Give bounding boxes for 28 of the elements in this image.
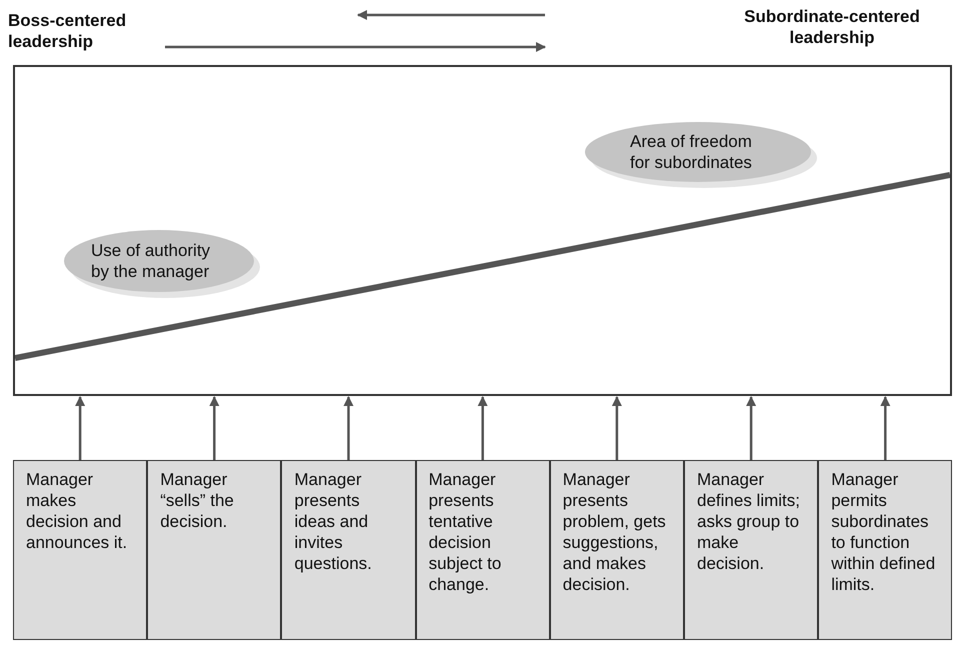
behavior-box <box>818 460 952 640</box>
behavior-box <box>416 460 550 640</box>
arrow <box>880 396 890 460</box>
ellipse-text: Use of authority by the manager <box>91 240 212 282</box>
arrow <box>746 396 756 460</box>
behavior-text: Manager makes decision and announces it. <box>26 469 128 553</box>
arrow <box>344 396 354 460</box>
behavior-text: Manager “sells” the decision. <box>160 469 235 532</box>
ellipse-text: Area of freedom for subordinates <box>630 131 753 173</box>
chart-panel <box>13 65 952 396</box>
behavior-box <box>550 460 684 640</box>
behavior-text: Manager presents ideas and invites questions. <box>294 469 373 574</box>
ellipse-label <box>64 230 260 298</box>
behavior-text: Manager presents tentative decision subject to change. <box>428 469 502 595</box>
arrow <box>209 396 220 460</box>
behavior-box <box>147 460 282 640</box>
behavior-box <box>281 460 416 640</box>
behavior-text: Manager defines limits; asks group to make decision. <box>697 469 801 574</box>
ellipse-label <box>585 122 817 188</box>
behavior-text: Manager permits subordinates to function within defined limits. <box>831 469 936 595</box>
behavior-box <box>684 460 818 640</box>
arrow <box>75 396 86 460</box>
behavior-box <box>13 460 148 640</box>
arrow <box>612 396 622 460</box>
heading-label: Boss-centered leadership <box>8 10 128 52</box>
heading-label: Subordinate-centered leadership <box>743 6 921 48</box>
arrow <box>478 396 488 460</box>
behavior-text: Manager presents problem, gets suggestions, and makes decision. <box>562 469 667 595</box>
